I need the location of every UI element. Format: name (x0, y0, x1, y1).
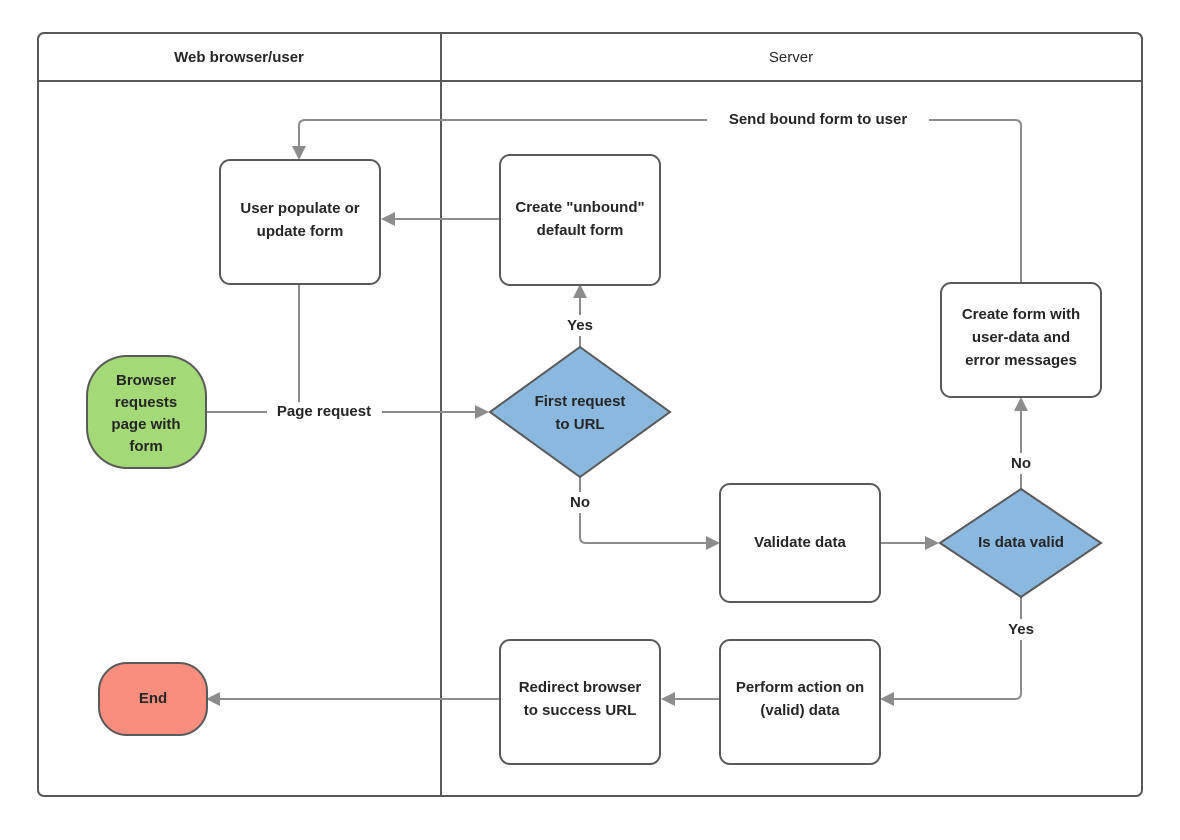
node-create-form-with-user-data-and-error-messages[interactable]: Create form with user-data and error mes… (940, 282, 1102, 398)
edge-label-layer: Send bound form to user Page request Yes… (267, 109, 1044, 640)
node-user-populate-or-update-form[interactable]: User populate or update form (219, 159, 381, 285)
node-create-unbound-default-form[interactable]: Create "unbound" default form (499, 154, 661, 286)
node-is-data-valid-line-1: Is data valid (978, 534, 1064, 551)
edge-label-first-request-no-text: No (570, 494, 590, 511)
node-perform-action-on-valid-data-shape[interactable] (719, 639, 881, 765)
node-end[interactable]: End (98, 662, 208, 736)
edge-label-page-request: Page request (267, 402, 382, 423)
node-first-request-to-url-shape[interactable] (488, 345, 672, 479)
node-end-line-1: End (139, 690, 167, 707)
edge-redirect-to-end (206, 692, 499, 706)
edge-redirect-to-end-arrowhead (206, 692, 220, 706)
node-is-data-valid-shape[interactable] (938, 487, 1103, 599)
edge-label-send-bound-form-to-user-text: Send bound form to user (729, 111, 907, 128)
edge-is-data-valid-yes (880, 597, 1022, 706)
node-create-form-with-user-data-and-error-messages-line-3: error messages (965, 352, 1077, 369)
node-redirect-browser-to-success-url-line-2: to success URL (524, 702, 637, 719)
node-end-shape[interactable] (98, 662, 208, 736)
node-first-request-to-url-line-1: First request (535, 393, 626, 410)
node-browser-requests-page-with-form-shape[interactable] (86, 355, 207, 469)
edge-label-is-data-valid-no-bg (1001, 453, 1041, 474)
node-browser-requests-page-with-form-line-1: Browser (116, 372, 176, 389)
edge-perform-action-to-redirect (661, 692, 720, 706)
node-first-request-to-url[interactable]: First request to URL (488, 345, 672, 479)
edge-label-first-request-yes: Yes (558, 315, 602, 336)
edge-send-bound-form-to-user-line (298, 119, 1022, 283)
edge-first-request-no-arrowhead (706, 536, 720, 550)
node-user-populate-or-update-form-line-2: update form (257, 223, 344, 240)
edge-first-request-no-line (579, 477, 709, 544)
node-create-form-with-user-data-and-error-messages-line-2: user-data and (972, 329, 1070, 346)
edge-is-data-valid-yes-arrowhead (880, 692, 894, 706)
edge-send-bound-form-to-user (292, 119, 1022, 283)
node-browser-requests-page-with-form-line-3: page with (111, 416, 180, 433)
edge-label-page-request-bg (267, 402, 382, 423)
node-perform-action-on-valid-data-line-2: (valid) data (760, 702, 840, 719)
edge-label-is-data-valid-yes: Yes (998, 619, 1044, 640)
edge-perform-action-to-redirect-arrowhead (661, 692, 675, 706)
node-perform-action-on-valid-data[interactable]: Perform action on (valid) data (719, 639, 881, 765)
edge-is-data-valid-no (1014, 397, 1028, 489)
edge-page-request-arrowhead (475, 405, 489, 419)
node-validate-data[interactable]: Validate data (719, 483, 881, 603)
node-create-form-with-user-data-and-error-messages-line-1: Create form with (962, 306, 1080, 323)
node-create-unbound-default-form-line-2: default form (537, 222, 624, 239)
edge-create-unbound-to-user-populate-arrowhead (381, 212, 395, 226)
edge-send-bound-form-to-user-arrowhead (292, 146, 306, 160)
edge-is-data-valid-yes-line (891, 597, 1022, 700)
lane-title-web-browser-user: Web browser/user (174, 49, 304, 66)
node-user-populate-or-update-form-shape[interactable] (219, 159, 381, 285)
edge-is-data-valid-no-arrowhead (1014, 397, 1028, 411)
edge-label-first-request-yes-bg (558, 315, 602, 336)
node-browser-requests-page-with-form-line-4: form (129, 438, 162, 455)
lane-title-server: Server (769, 49, 813, 66)
node-user-populate-or-update-form-line-1: User populate or (240, 200, 359, 217)
node-is-data-valid[interactable]: Is data valid (938, 487, 1103, 599)
edge-label-is-data-valid-no-text: No (1011, 455, 1031, 472)
edge-label-first-request-no: No (560, 492, 600, 513)
edge-label-page-request-text: Page request (277, 403, 371, 420)
edge-label-first-request-no-bg (560, 492, 600, 513)
node-browser-requests-page-with-form[interactable]: Browser requests page with form (86, 355, 207, 469)
edge-label-first-request-yes-text: Yes (567, 317, 593, 334)
node-validate-data-shape[interactable] (719, 483, 881, 603)
edge-label-is-data-valid-no: No (1001, 453, 1041, 474)
edge-create-unbound-to-user-populate (381, 212, 499, 226)
edge-label-send-bound-form-to-user-bg (707, 109, 929, 130)
node-first-request-to-url-line-2: to URL (555, 416, 604, 433)
node-validate-data-line-1: Validate data (754, 534, 846, 551)
edge-validate-to-is-data-valid-arrowhead (925, 536, 939, 550)
edge-validate-to-is-data-valid (880, 536, 939, 550)
edge-label-is-data-valid-yes-bg (998, 619, 1044, 640)
node-browser-requests-page-with-form-line-2: requests (115, 394, 178, 411)
node-create-unbound-default-form-line-1: Create "unbound" (515, 199, 644, 216)
edge-first-request-yes-arrowhead (573, 284, 587, 298)
edge-label-is-data-valid-yes-text: Yes (1008, 621, 1034, 638)
node-redirect-browser-to-success-url-shape[interactable] (499, 639, 661, 765)
edge-first-request-no (579, 477, 720, 550)
node-redirect-browser-to-success-url[interactable]: Redirect browser to success URL (499, 639, 661, 765)
node-redirect-browser-to-success-url-line-1: Redirect browser (519, 679, 642, 696)
node-perform-action-on-valid-data-line-1: Perform action on (736, 679, 864, 696)
node-create-unbound-default-form-shape[interactable] (499, 154, 661, 286)
edge-label-send-bound-form-to-user: Send bound form to user (707, 109, 929, 130)
node-create-form-with-user-data-and-error-messages-shape[interactable] (940, 282, 1102, 398)
